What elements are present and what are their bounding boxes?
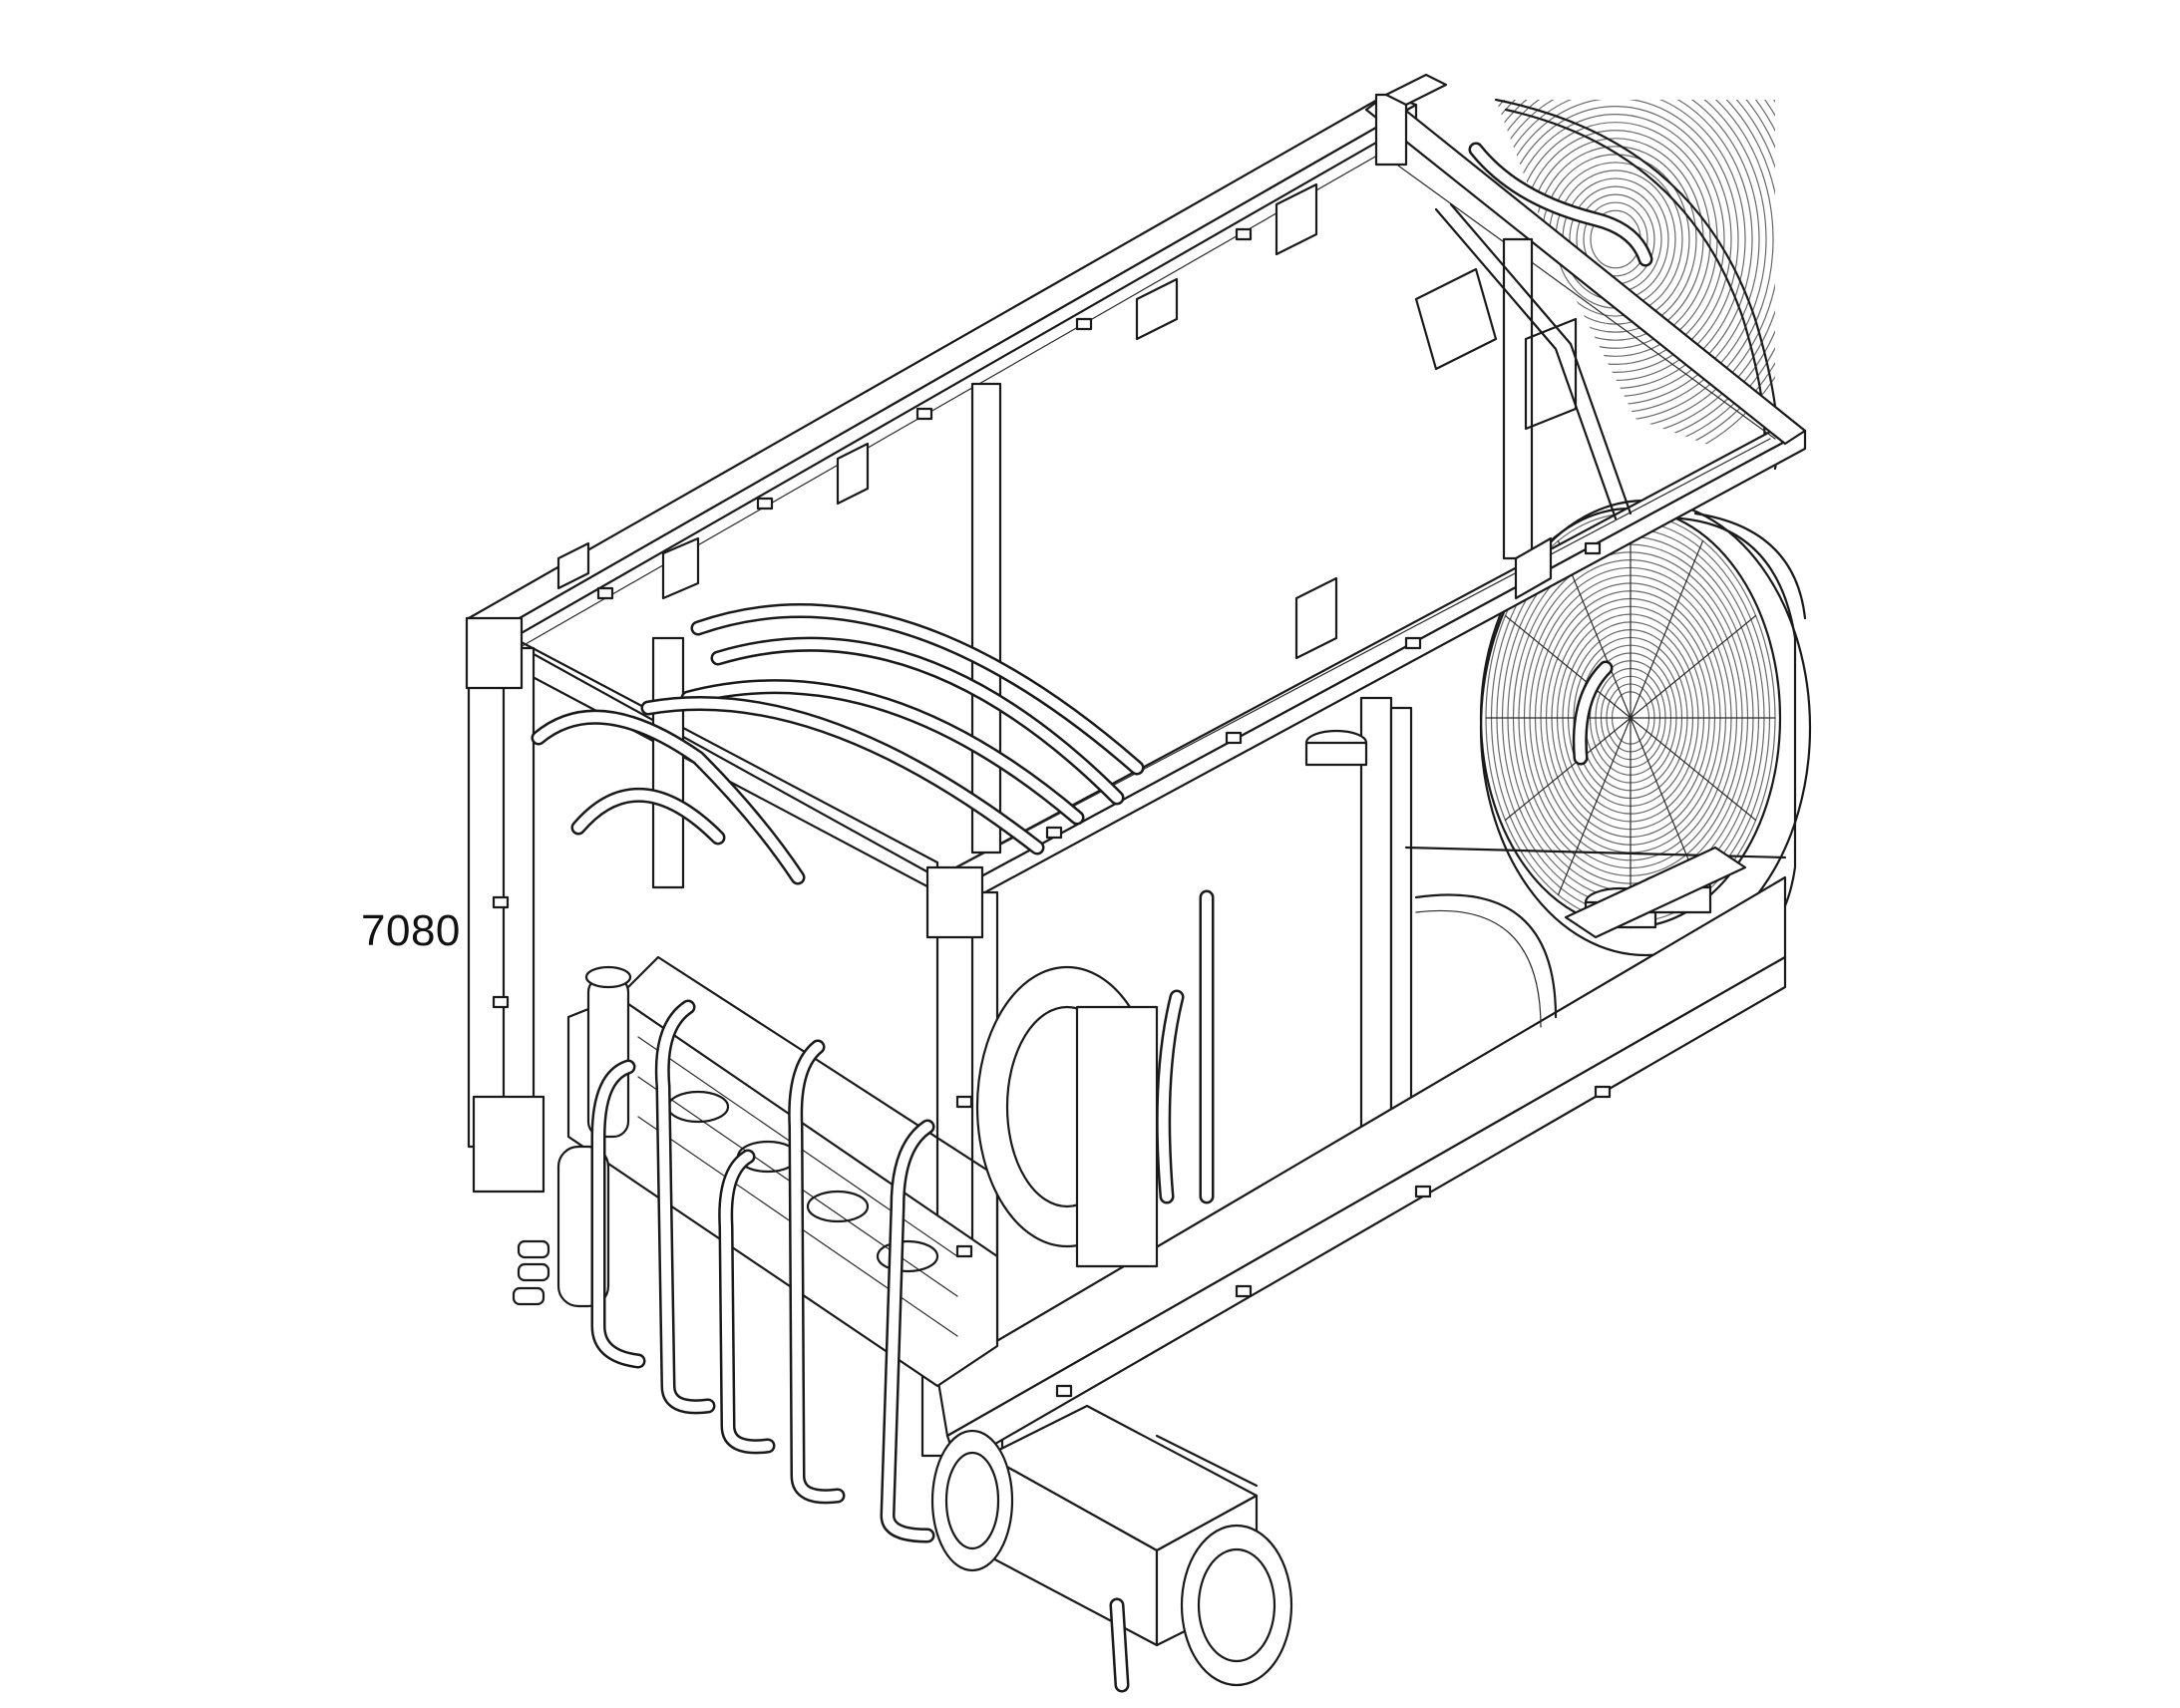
- output-gearbox: [930, 1404, 1293, 1693]
- hose-loops-front: [590, 889, 1215, 1543]
- hose-bundle-top: [531, 603, 1145, 885]
- fittings-left: [512, 1239, 550, 1306]
- top-beam-brackets: [556, 73, 1553, 660]
- engine-mounts: [1304, 729, 1747, 939]
- callout-number: 7080: [361, 906, 461, 955]
- frame-bolts: [492, 227, 1612, 1398]
- rear-struts: [1414, 142, 1653, 766]
